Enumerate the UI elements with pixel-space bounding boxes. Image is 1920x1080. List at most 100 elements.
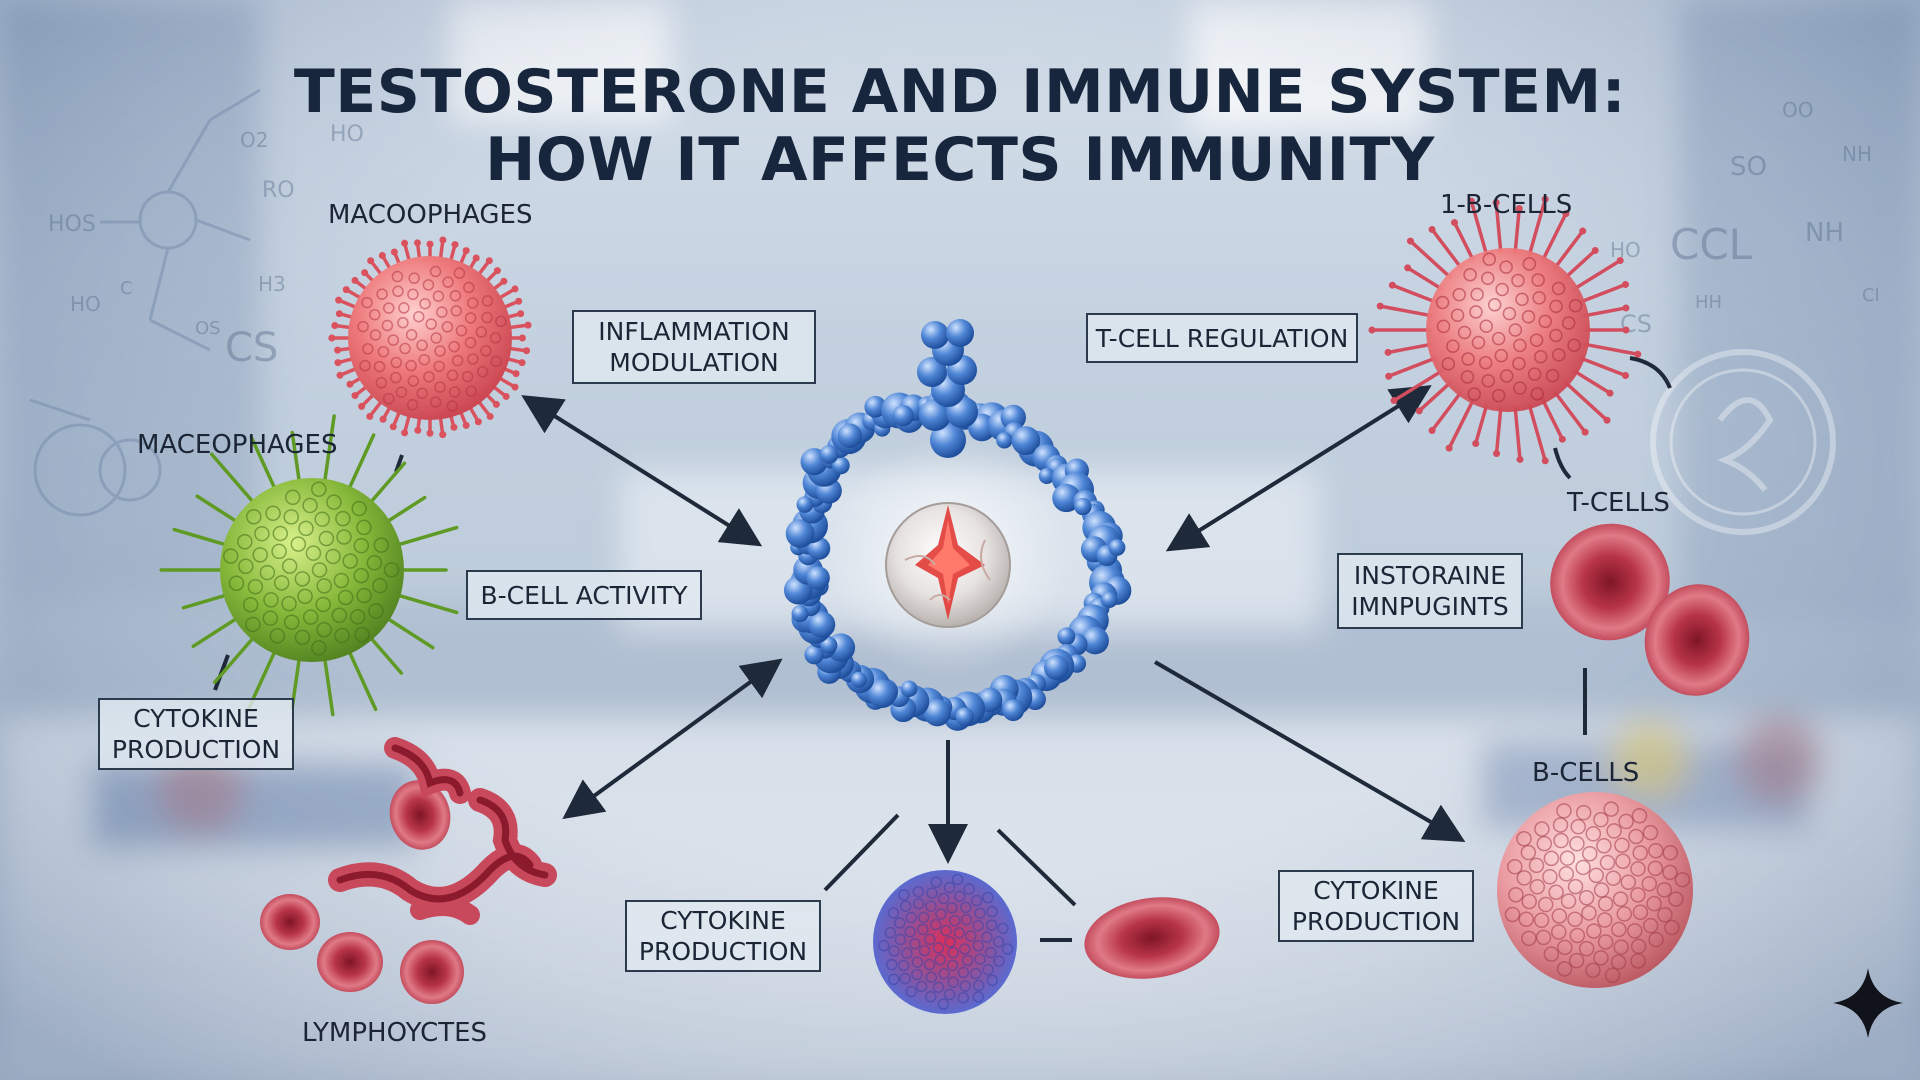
cell-spike-tip xyxy=(1493,449,1501,457)
cell-texture xyxy=(1627,923,1643,939)
cell-texture xyxy=(228,575,245,591)
cell-texture xyxy=(362,343,374,355)
cell-texture xyxy=(353,537,370,554)
cell-texture xyxy=(1620,874,1637,890)
cell-texture xyxy=(1471,335,1486,350)
cell-texture xyxy=(963,883,975,895)
cell-texture xyxy=(1597,896,1614,912)
cell-texture xyxy=(453,267,466,279)
cell-texture xyxy=(1630,953,1646,969)
cell-texture xyxy=(325,548,341,565)
cell-texture xyxy=(985,919,998,931)
cell-texture xyxy=(311,562,328,578)
cell-texture xyxy=(925,971,938,983)
cell-texture xyxy=(1578,889,1595,906)
cell-spike-tip xyxy=(524,321,532,329)
cell-texture xyxy=(369,329,382,341)
cell-spike-tip xyxy=(379,415,387,423)
cell-texture xyxy=(353,567,369,584)
cell-texture xyxy=(888,973,900,986)
cell-texture xyxy=(372,577,388,594)
cell-spike-tip xyxy=(328,334,336,342)
cell-texture xyxy=(888,945,900,957)
cell-texture xyxy=(1552,817,1569,833)
cell-texture xyxy=(408,272,420,284)
cell-texture xyxy=(937,998,950,1010)
cell-texture xyxy=(884,926,897,939)
cell-texture xyxy=(982,963,994,976)
receptor-bead xyxy=(867,679,897,708)
receptor-bead xyxy=(955,707,974,726)
box-text: CYTOKINE xyxy=(133,704,259,733)
cell-texture xyxy=(1668,891,1684,907)
cell-spike-tip xyxy=(335,310,343,318)
cell-spike xyxy=(249,435,279,494)
cell-texture xyxy=(1522,257,1537,271)
cell-texture xyxy=(1518,911,1534,928)
receptor-bead xyxy=(837,423,863,449)
cell-texture xyxy=(441,321,454,333)
cell-texture xyxy=(1642,917,1659,934)
cell-texture xyxy=(1551,908,1568,924)
cell-texture xyxy=(397,316,409,329)
cell-spike-tip xyxy=(472,254,480,262)
cell-spike xyxy=(1452,220,1475,262)
receptor-bead xyxy=(864,395,887,418)
cell-texture xyxy=(972,940,984,952)
sparkle-icon xyxy=(1833,968,1903,1038)
cell-texture xyxy=(1467,387,1482,401)
cell-texture xyxy=(905,911,918,924)
cell-texture xyxy=(1556,803,1572,819)
cell-texture xyxy=(448,386,461,398)
cell-texture xyxy=(406,399,419,411)
bg-formula-text: CCL xyxy=(1670,220,1753,269)
cell-texture xyxy=(1460,370,1475,384)
cell-texture xyxy=(480,345,492,357)
cell-texture xyxy=(1534,821,1550,837)
cell-texture xyxy=(407,375,420,387)
cell-texture xyxy=(901,947,913,959)
cell-texture xyxy=(960,914,973,926)
cell-spike-tip xyxy=(1541,195,1549,203)
cell-texture xyxy=(1536,835,1553,852)
cell-texture xyxy=(442,276,454,288)
cell-spike-tip xyxy=(426,240,434,248)
cell-spike xyxy=(1390,283,1438,304)
cell-texture xyxy=(375,377,388,389)
t-b-cell-spiky xyxy=(1368,195,1642,465)
cell-texture xyxy=(1521,930,1537,947)
cell-texture xyxy=(382,392,395,405)
cell-spike-tip xyxy=(450,423,458,431)
cell-texture xyxy=(924,933,936,946)
cell-texture xyxy=(294,571,311,587)
cell-spike-tip xyxy=(351,392,359,400)
cell-texture xyxy=(389,371,402,384)
cell-texture xyxy=(1610,954,1627,970)
cell-spike-tip xyxy=(1622,326,1630,334)
cell-spike-tip xyxy=(1406,237,1414,245)
cell-spike-tip xyxy=(342,286,350,294)
cell-spike xyxy=(392,592,459,615)
cell-texture xyxy=(934,954,947,966)
cell-spike-tip xyxy=(1516,455,1524,463)
cell-texture xyxy=(1533,912,1550,929)
cell-spike-tip xyxy=(346,380,354,388)
emblem-icon xyxy=(1650,349,1836,535)
cell-texture xyxy=(450,305,463,317)
bg-formula-text: CS xyxy=(225,325,279,371)
cell-spike-tip xyxy=(390,248,398,256)
cell-spike xyxy=(172,527,232,548)
cell-texture xyxy=(361,296,373,309)
cell-spike-tip xyxy=(1467,197,1475,205)
cell-texture xyxy=(387,334,400,346)
cell-texture xyxy=(960,901,972,914)
cell-texture xyxy=(1611,921,1627,938)
box-text: B-CELL ACTIVITY xyxy=(480,580,688,610)
cell-texture xyxy=(953,927,965,939)
lymphocyte-cell xyxy=(873,870,1017,1014)
cell-spike-tip xyxy=(518,359,526,367)
cell-texture xyxy=(911,968,923,981)
cell-texture xyxy=(918,944,931,957)
cell-texture xyxy=(1551,281,1566,296)
cell-texture xyxy=(1543,946,1560,962)
